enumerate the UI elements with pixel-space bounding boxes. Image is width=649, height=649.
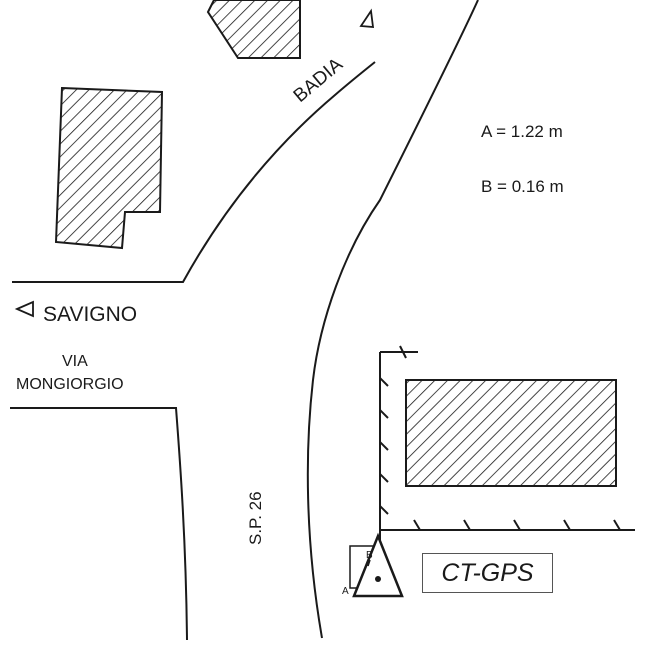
road-mongiorgio-edge <box>10 407 188 641</box>
building-left <box>54 86 164 250</box>
marker-a-label: A <box>342 586 349 597</box>
road-sp26-east-edge <box>306 0 479 639</box>
triangle-icon <box>352 532 404 598</box>
marker-b-label: B <box>366 550 373 561</box>
station-name-label: CT-GPS <box>422 553 553 593</box>
label-savigno: SAVIGNO <box>43 303 137 326</box>
station-marker: A B <box>342 532 404 598</box>
arrow-savigno-icon <box>14 300 34 318</box>
road-badia-edge <box>12 61 376 283</box>
measurement-b: B = 0.16 m <box>481 177 564 196</box>
label-badia: BADIA <box>290 54 347 107</box>
label-mongiorgio: MONGIORGIO <box>16 376 124 393</box>
label-via: VIA <box>62 353 88 370</box>
station-point-icon <box>375 576 381 582</box>
arrow-badia-icon <box>359 8 375 28</box>
building-top <box>206 0 301 59</box>
building-right <box>405 379 617 487</box>
boundary-fence <box>379 345 635 578</box>
label-road-sp26: S.P. 26 <box>246 491 265 545</box>
measurement-a: A = 1.22 m <box>481 122 563 141</box>
